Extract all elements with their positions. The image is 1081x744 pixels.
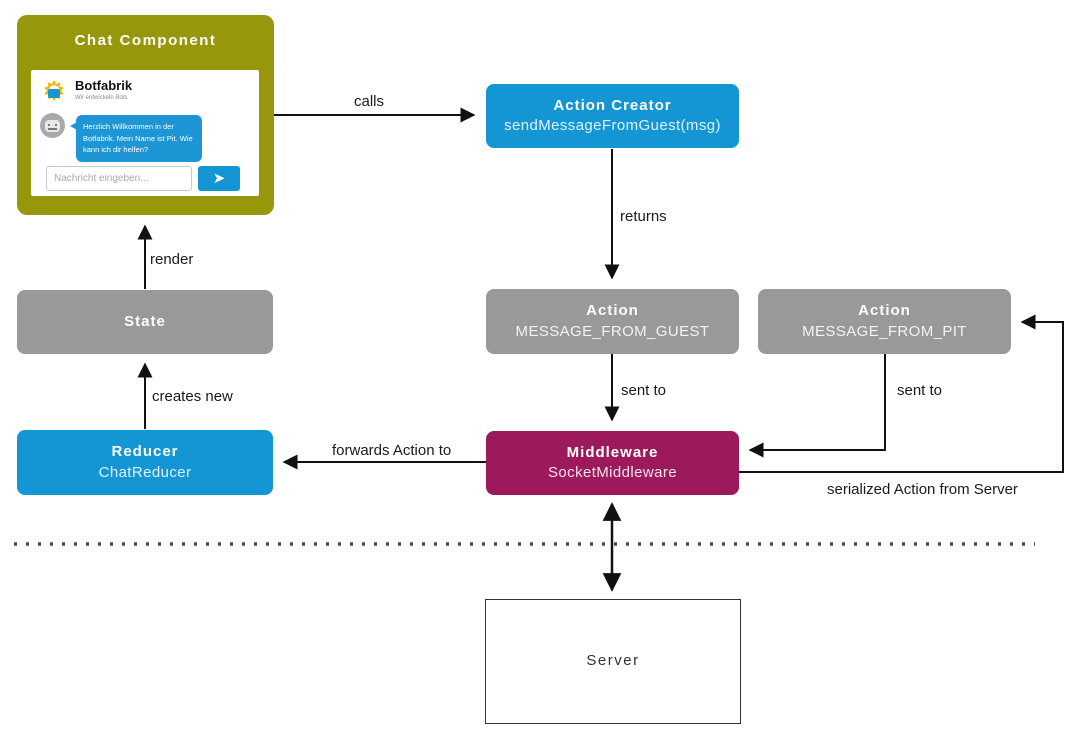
action-creator-subtitle: sendMessageFromGuest(msg) [504, 117, 721, 134]
edge-label-returns: returns [620, 208, 667, 225]
bot-message-bubble: Herzlich Willkommen in der Botfabrik. Me… [70, 115, 202, 162]
middleware-subtitle: SocketMiddleware [548, 464, 677, 481]
reducer-subtitle: ChatReducer [98, 463, 192, 481]
node-reducer: Reducer ChatReducer [17, 430, 273, 495]
action-guest-title: Action [586, 302, 639, 320]
state-title: State [124, 312, 166, 330]
arrow-sent-to-pit [748, 354, 886, 458]
edge-label-sent-to-guest: sent to [621, 382, 667, 399]
arrow-serialized-action [739, 314, 1064, 473]
chat-brand-subtitle: Wir entwickeln Bots [75, 95, 128, 102]
node-state: State [17, 290, 273, 354]
chat-brand-row: ⚙ Botfabrik Wir entwickeln Bots [39, 76, 132, 106]
edge-label-calls: calls [354, 93, 385, 110]
edge-label-creates-new: creates new [152, 388, 233, 405]
bot-avatar-icon [40, 113, 65, 138]
action-creator-title: Action Creator [553, 96, 672, 114]
action-pit-title: Action [858, 302, 911, 320]
server-title: Server [586, 652, 640, 670]
paper-plane-icon: ➤ [212, 170, 226, 187]
reducer-title: Reducer [111, 443, 179, 461]
node-chat-component: Chat Component ⚙ Botfabrik Wir entwickel… [17, 15, 274, 215]
middleware-title: Middleware [566, 443, 659, 461]
chat-widget-preview: ⚙ Botfabrik Wir entwickeln Bots Herzlich… [31, 70, 259, 196]
edge-label-render: render [150, 251, 194, 268]
node-middleware: Middleware SocketMiddleware [486, 431, 739, 495]
chat-component-title: Chat Component [74, 32, 217, 49]
chat-brand-name: Botfabrik [75, 78, 133, 93]
node-server: Server [485, 599, 741, 724]
send-button[interactable]: ➤ [198, 166, 240, 191]
chat-message-input[interactable] [46, 166, 192, 191]
edge-label-serialized-action: serialized Action from Server [827, 481, 1018, 498]
node-action-message-from-pit: Action MESSAGE_FROM_PIT [758, 289, 1011, 354]
edge-label-forwards-action: forwards Action to [332, 442, 452, 459]
node-action-message-from-guest: Action MESSAGE_FROM_GUEST [486, 289, 739, 354]
edge-label-sent-to-pit: sent to [897, 382, 943, 399]
node-action-creator: Action Creator sendMessageFromGuest(msg) [486, 84, 739, 148]
action-guest-subtitle: MESSAGE_FROM_GUEST [515, 322, 710, 340]
action-pit-subtitle: MESSAGE_FROM_PIT [802, 322, 967, 340]
chat-message-row: Herzlich Willkommen in der Botfabrik. Me… [40, 113, 202, 162]
botfabrik-logo-icon: ⚙ [39, 76, 69, 106]
